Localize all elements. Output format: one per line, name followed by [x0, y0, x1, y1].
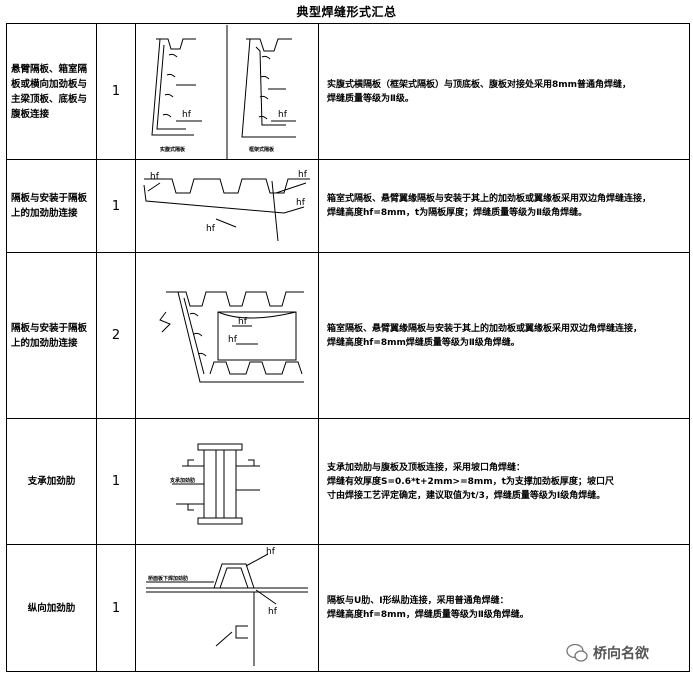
- row-name: 支承加劲肋: [6, 418, 97, 545]
- hf-callout: hf: [298, 170, 308, 180]
- row-description: 实腹式横隔板（框架式隔板）与顶底板、腹板对接处采用8mm普通角焊缝， 焊缝质量等…: [318, 23, 690, 160]
- table-row: 隔板与安装于隔板上的加劲肋连接 2 hf hf: [6, 252, 690, 419]
- row-name: 纵向加劲肋: [6, 544, 97, 672]
- desc-line: 寸由焊接工艺评定确定，建议取值为t/3，焊缝质量等级为Ⅰ级角焊缝。: [327, 490, 606, 501]
- hf-callout: hf: [266, 547, 276, 557]
- row-figure: hf hf: [135, 252, 319, 419]
- row-figure: 支承加劲肋: [135, 418, 319, 545]
- box-diaphragm-weld-drawing: hf hf: [159, 291, 304, 382]
- hf-callout: hf: [268, 607, 278, 617]
- desc-line: 支承加劲肋与腹板及顶板连接，采用坡口角焊缝：: [327, 462, 526, 473]
- bearing-stiffener-weld-drawing: 支承加劲肋: [169, 443, 260, 524]
- diaphragm-stiffener-weld-drawing: hf hf hf hf: [143, 170, 310, 241]
- diaphragm-web-weld-drawing: hf 实腹式隔板 hf 框架式隔板: [151, 24, 296, 159]
- chat-bubble-icon: [566, 643, 588, 662]
- desc-line: 焊缝高度hf=8mm，焊缝质量等级为Ⅱ级角焊缝。: [327, 610, 529, 620]
- row-name: 隔板与安装于隔板上的加劲肋连接: [6, 159, 97, 253]
- desc-line: 实腹式横隔板（框架式隔板）与顶底板、腹板对接处采用8mm普通角焊缝，: [327, 79, 632, 90]
- watermark: 桥向名欲: [566, 640, 676, 666]
- row-count: 2: [96, 252, 136, 419]
- row-figure: hf hf hf hf: [135, 159, 319, 253]
- desc-line: 箱室式隔板、悬臂翼缘隔板与安装于其上的加劲板或翼缘板采用双边角焊缝连接，: [327, 194, 652, 204]
- row-count: 1: [96, 23, 136, 160]
- row-name: 隔板与安装于隔板上的加劲肋连接: [6, 252, 97, 419]
- row-description: 支承加劲肋与腹板及顶板连接，采用坡口角焊缝： 焊缝有效厚度S=0.6*t+2mm…: [318, 418, 690, 545]
- fig-label-deck: 桥面板下焊加劲肋: [148, 575, 188, 582]
- desc-line: 焊缝高度hf=8mm焊缝质量等级为Ⅱ级角焊缝。: [327, 337, 520, 348]
- desc-line: 焊缝质量等级为Ⅱ级。: [327, 93, 414, 104]
- row-count: 1: [96, 418, 136, 545]
- table-row: 支承加劲肋 1: [6, 418, 690, 545]
- longitudinal-stiffener-weld-drawing: hf hf 桥面板下焊加劲肋: [146, 547, 308, 666]
- row-count: 1: [96, 544, 136, 672]
- row-count: 1: [96, 159, 136, 253]
- hf-callout: hf: [182, 110, 192, 120]
- fig-label-solid: 实腹式隔板: [160, 146, 186, 153]
- page-title: 典型焊缝形式汇总: [296, 5, 397, 19]
- hf-callout: hf: [238, 317, 248, 327]
- desc-line: 焊缝有效厚度S=0.6*t+2mm>=8mm，t为支撑加劲板厚度；坡口尺: [327, 476, 614, 487]
- hf-callout: hf: [278, 110, 288, 120]
- watermark-text: 桥向名欲: [593, 646, 649, 662]
- hf-callout: hf: [296, 198, 306, 208]
- hf-callout: hf: [228, 335, 238, 345]
- fig-label-bearing: 支承加劲肋: [169, 477, 195, 484]
- table-row: 隔板与安装于隔板上的加劲肋连接 1 hf hf hf hf 箱室式隔: [6, 159, 690, 253]
- table-row: 悬臂隔板、箱室隔板或横向加劲板与主梁顶板、底板与腹板连接 1 hf 实腹式隔板: [6, 23, 690, 160]
- fig-label-frame: 框架式隔板: [249, 146, 275, 153]
- hf-callout: hf: [206, 224, 216, 234]
- hf-callout: hf: [150, 172, 160, 182]
- desc-line: 隔板与U肋、I形纵肋连接，采用普通角焊缝：: [327, 596, 509, 606]
- row-name: 悬臂隔板、箱室隔板或横向加劲板与主梁顶板、底板与腹板连接: [6, 23, 97, 160]
- desc-line: 箱室隔板、悬臂翼缘隔板与安装于其上的加劲板或翼缘板采用双边角焊缝连接，: [327, 323, 643, 334]
- row-figure: hf 实腹式隔板 hf 框架式隔板: [135, 23, 319, 160]
- row-figure: hf hf 桥面板下焊加劲肋: [135, 544, 319, 672]
- desc-line: 焊缝高度hf=8mm，t为隔板厚度；焊缝质量等级为Ⅱ级角焊缝。: [327, 208, 588, 218]
- row-description: 箱室式隔板、悬臂翼缘隔板与安装于其上的加劲板或翼缘板采用双边角焊缝连接， 焊缝高…: [318, 159, 690, 253]
- weld-summary-table: 悬臂隔板、箱室隔板或横向加劲板与主梁顶板、底板与腹板连接 1 hf 实腹式隔板: [6, 23, 690, 672]
- row-description: 隔板与U肋、I形纵肋连接，采用普通角焊缝： 焊缝高度hf=8mm，焊缝质量等级为…: [318, 544, 690, 672]
- row-description: 箱室隔板、悬臂翼缘隔板与安装于其上的加劲板或翼缘板采用双边角焊缝连接， 焊缝高度…: [318, 252, 690, 419]
- table-row: 纵向加劲肋 1 hf hf 桥面板下焊加劲肋: [6, 544, 690, 672]
